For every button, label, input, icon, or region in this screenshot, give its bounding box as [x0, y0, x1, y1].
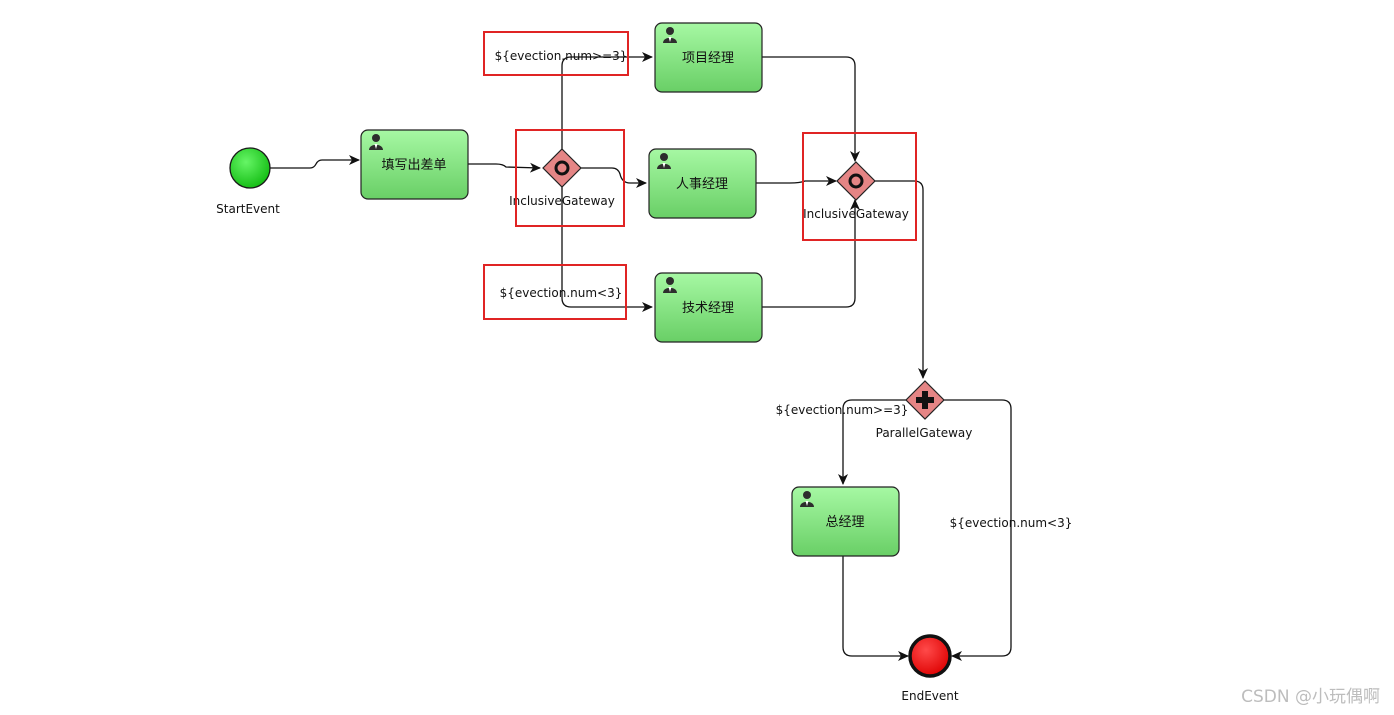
inclusive-gateway-join[interactable]: [836, 161, 876, 201]
watermark: CSDN @小玩偶啊: [1241, 687, 1380, 707]
inclusive-circle-icon: [554, 160, 570, 176]
inclusive-gateway-join-label: InclusiveGateway: [803, 207, 909, 221]
inclusive-circle-icon: [848, 173, 864, 189]
inclusive-gateway-split-label: InclusiveGateway: [509, 194, 615, 208]
flow-parallel-to-general: [838, 399, 906, 485]
flow-hr-to-gateway2: [756, 176, 837, 186]
inclusive-gateway-split[interactable]: [542, 148, 582, 188]
sequence-flows: [270, 52, 1012, 661]
end-event[interactable]: [908, 634, 952, 678]
flow-fill-to-gateway1: [468, 162, 541, 173]
flow-gateway1-to-tech: [561, 186, 653, 312]
parallel-gateway-label: ParallelGateway: [876, 426, 973, 440]
task-hr-manager[interactable]: 人事经理: [648, 148, 757, 219]
flow-project-to-gateway2: [762, 56, 860, 162]
highlight-boxes: [483, 31, 917, 320]
flow-start-to-fill: [270, 155, 360, 169]
task-tech-manager-label: 技术经理: [682, 301, 734, 316]
task-fill-form[interactable]: 填写出差单: [360, 129, 469, 200]
end-event-label: EndEvent: [901, 689, 958, 703]
task-hr-manager-label: 人事经理: [676, 177, 728, 192]
flow-parallel-to-end: [942, 399, 1012, 661]
task-tech-manager[interactable]: 技术经理: [654, 272, 763, 343]
task-fill-form-label: 填写出差单: [381, 158, 446, 173]
flow-gateway1-to-hr: [580, 167, 647, 188]
flow-tech-to-gateway2: [762, 199, 860, 308]
highlight-box-top-condition: [483, 31, 629, 76]
highlight-box-gateway-split: [515, 129, 625, 227]
flow-gateway2-to-parallel: [875, 180, 928, 379]
flow-gateway1-to-project: [561, 52, 653, 150]
task-project-manager-label: 项目经理: [682, 51, 734, 66]
highlight-box-gateway-join: [802, 132, 917, 241]
flow-general-to-end: [842, 556, 909, 661]
task-general-manager-label: 总经理: [825, 515, 864, 530]
start-event-label: StartEvent: [216, 202, 280, 216]
condition-parallel-ge3: ${evection.num>=3}: [776, 403, 909, 417]
task-project-manager[interactable]: 项目经理: [654, 22, 763, 93]
condition-top-ge3: ${evection.num>=3}: [495, 49, 628, 63]
condition-bottom-lt3: ${evection.num<3}: [500, 286, 623, 300]
start-event[interactable]: [229, 147, 271, 189]
task-general-manager[interactable]: 总经理: [791, 486, 900, 557]
highlight-box-bottom-condition: [483, 264, 627, 320]
parallel-gateway[interactable]: [905, 380, 945, 420]
condition-parallel-lt3: ${evection.num<3}: [950, 516, 1073, 530]
plus-icon: [916, 391, 934, 409]
